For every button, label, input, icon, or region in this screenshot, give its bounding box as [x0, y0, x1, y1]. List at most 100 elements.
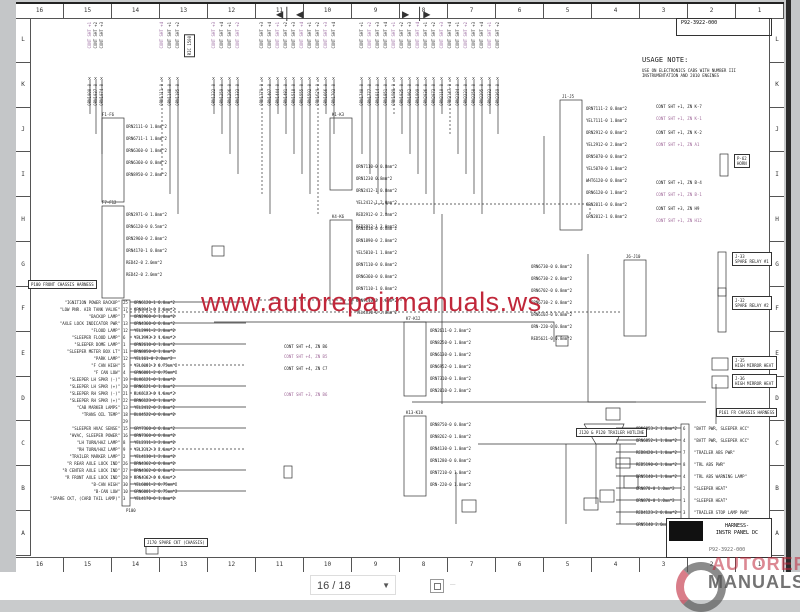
wire-code: RED42-0 2.0mm^2: [126, 272, 163, 277]
box-name: J-36: [735, 376, 745, 381]
wire-tag: CONT SHT +2: [283, 22, 288, 49]
pin-number: 10: [123, 489, 128, 494]
wire-code: ORN4170-1 0.8mm^2: [126, 248, 167, 253]
wire-code: YEL4130-0 2.0mm^2: [356, 310, 397, 315]
wire-tag: ORN1962-0: [407, 84, 412, 106]
column-label: 14: [112, 558, 160, 572]
wire-code: GRN6001-2 0.75mm^2: [134, 489, 178, 494]
last-page-button[interactable]: │▶: [416, 7, 431, 21]
column-label: 12: [208, 558, 256, 572]
row-label: D: [16, 377, 30, 422]
usage-note-body: USE ON ELECTRONICS CABS WITH NUMBER III …: [642, 68, 736, 78]
pin-function-label: "TRL ABS WARNING LAMP": [694, 474, 747, 479]
wire-tag: CONT SHT +4: [415, 22, 420, 49]
row-label: H: [16, 197, 30, 243]
pin-number: 7: [683, 450, 686, 455]
wire-code: YEL5010-1 1.0mm^2: [356, 250, 397, 255]
part-number-block: P92-3922-000: [676, 18, 772, 36]
pin-function-label: "TRAILER MARKER LAMP": [69, 454, 120, 459]
wire-tag: ORN1555-0: [299, 84, 304, 106]
pin-function-label: "CAB MARKER LAMPS": [76, 405, 120, 410]
wire-tag: CONT SHT +2: [315, 22, 320, 49]
pin-number: 5: [123, 363, 126, 368]
wire-tag: CONT SHT +2: [175, 22, 180, 49]
continuation-label: CONT SHT +1, ZN B-4: [656, 180, 702, 185]
chevron-down-icon: ▼: [382, 581, 390, 590]
wire-tag: ORN1296-0: [227, 84, 232, 106]
wire-tag: CONT SHT +1: [423, 22, 428, 49]
wire-tag: ORN1888-0: [391, 84, 396, 106]
wire-tag: ORN2110-0: [439, 84, 444, 106]
wire-code: RED5621-0 0.8mm^2: [531, 336, 572, 341]
row-label: K: [770, 63, 784, 108]
part-number: P92-3922-000: [681, 20, 718, 26]
wire-tag: ORN1851-0: [383, 84, 388, 106]
continuation-label: CONT SHT +4, ZN C7: [284, 366, 328, 371]
wire-code: ORN2010-0 2.0mm^2: [430, 388, 471, 393]
next-page-button[interactable]: ▶: [402, 7, 410, 21]
wire-code: YEL2412-0 2.0mm^2: [134, 405, 175, 410]
wire-code: ORN7360-0 0.8mm^2: [134, 433, 175, 438]
pin-function-label: "IGNITION POWER BACKUP": [64, 300, 120, 305]
fit-page-icon[interactable]: [430, 579, 444, 593]
wire-code: ORN4360-0 0.8mm^2: [134, 321, 175, 326]
wire-code: ORN2610-0 1.0mm^2: [134, 342, 175, 347]
title-line: HARNESS-: [724, 523, 750, 529]
pin-number: 20: [123, 384, 128, 389]
wire-code: ORN7110-0 0.8mm^2: [356, 164, 397, 169]
svg-text:x: x: [400, 76, 403, 82]
wire-tag: ORN1740-0: [359, 84, 364, 106]
column-label: 4: [592, 4, 640, 18]
pin-number: 16: [123, 433, 128, 438]
wire-tag: CONT SHT +3: [407, 22, 412, 49]
previous-page-button[interactable]: ◀: [296, 7, 304, 21]
wire-tag: CONT SHT +3: [439, 22, 444, 49]
pin-number: 26: [123, 461, 128, 466]
wire-code: GRN2012-1 0.8mm^2: [586, 214, 627, 219]
wire-code: YEL2412-1 2.0mm^2: [356, 200, 397, 205]
wire-tag: CONT SHT +2: [495, 22, 500, 49]
svg-text:x: x: [88, 76, 91, 82]
pin-function-label: "SLEEPER HEAT": [694, 486, 728, 491]
box-text: HIGH MIRROR HEAT: [735, 363, 774, 368]
pin-function-label: "SLEEPER DOME LAMP": [74, 342, 120, 347]
wire-tag: ORN2221-0: [463, 84, 468, 106]
wire-tag: CONT SHT +3: [323, 22, 328, 49]
svg-text:x: x: [384, 76, 387, 82]
wire-tag: ORN1444-0: [275, 84, 280, 106]
svg-text:x: x: [424, 76, 427, 82]
pin-function-label: "TRAILER STOP LAMP PWR": [694, 510, 750, 515]
column-label: 8: [400, 4, 448, 18]
row-label: J: [16, 108, 30, 153]
pin-number: 25: [123, 300, 128, 305]
pin-function-label: "LH TURN/HAZ LAMP": [76, 440, 120, 445]
wire-code: ORN6120-0 1.0mm^2: [586, 190, 627, 195]
wire-tag: ORN1333-0: [235, 84, 240, 106]
wire-tag: ORN1518-0: [291, 84, 296, 106]
svg-text:x: x: [94, 76, 97, 82]
pin-number: 6: [123, 335, 126, 340]
wire-tag: CONT SHT +2: [235, 22, 240, 49]
wire-code: ORN1280-0 0.8mm^2: [430, 458, 471, 463]
svg-text:x: x: [480, 76, 483, 82]
svg-text:x: x: [376, 76, 379, 82]
wire-code: GRN5140 2.0mm^2: [636, 522, 673, 527]
wire-code: ORN8250-0 1.0mm^2: [430, 340, 471, 345]
wire-code: YEL2991-2 2.0mm^2: [134, 328, 175, 333]
wire-tag: CONT SHT +1: [275, 22, 280, 49]
first-page-button[interactable]: ◀│: [276, 7, 291, 21]
pin-function-label: "B-CAN HIGH": [91, 482, 120, 487]
wire-code: BRN8850-0 1.0mm^2: [134, 349, 175, 354]
page-select[interactable]: 16 / 18 ▼: [310, 575, 396, 595]
pin-function-label: "R FRONT AXLE LOCK IND": [64, 475, 120, 480]
connector-label: K13-K18: [406, 410, 423, 415]
column-label: 15: [64, 558, 112, 572]
viewer-scrollbar[interactable]: [786, 0, 800, 600]
pin-number: 9: [123, 447, 126, 452]
pin-number: 21: [123, 391, 128, 396]
column-label: 6: [496, 558, 544, 572]
continuation-label: CONT SHT +1, ZN K-7: [656, 104, 702, 109]
pin-function-label: "SLEEPER LH SPKR (+)": [69, 384, 120, 389]
